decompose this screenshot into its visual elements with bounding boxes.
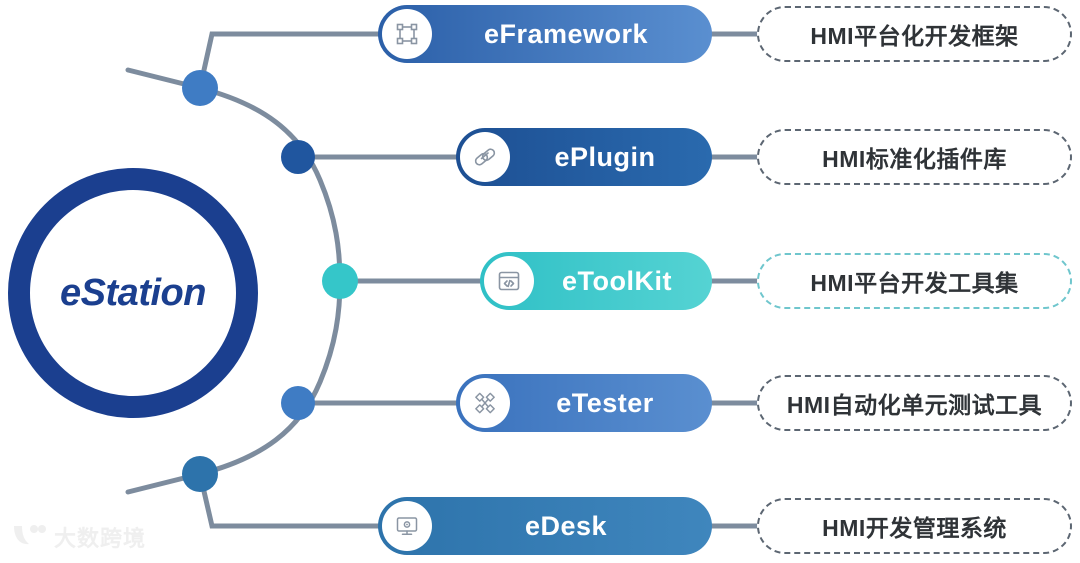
wire-edesk [197,471,383,529]
watermark-text: 大数跨境 [54,526,147,551]
node-pill-etester[interactable]: eTester [456,374,712,432]
node-pill-label: eFramework [483,18,649,49]
node-dot-eplugin[interactable] [281,140,315,174]
chain-link-icon [460,132,510,182]
node-pill-etoolkit[interactable]: eToolKit [480,252,712,310]
desc-label: HMI标准化插件库 [822,146,1007,172]
node-pill-edesk[interactable]: eDesk [378,497,712,555]
node-pill-label: ePlugin [554,141,656,172]
node-pill-eplugin[interactable]: ePlugin [456,128,712,186]
node-pill-label: eDesk [524,510,608,541]
desc-label: HMI平台开发工具集 [810,270,1019,296]
node-dot-etester[interactable] [281,386,315,420]
hub-estation[interactable]: eStation [8,168,258,418]
desc-box-eplugin: HMI标准化插件库 [757,129,1072,185]
node-pill-eframework[interactable]: eFramework [378,5,712,63]
wire-eframework [197,31,383,91]
watermark: 大数跨境 [10,521,146,553]
node-dot-etoolkit[interactable] [322,263,358,299]
leaf-dots-logo-icon [10,522,46,553]
desc-box-eframework: HMI平台化开发框架 [757,6,1072,62]
hub-label: eStation [60,271,206,314]
bounding-box-icon [382,9,432,59]
node-dot-eframework[interactable] [182,70,218,106]
desc-label: HMI开发管理系统 [822,515,1007,541]
desktop-gear-icon [382,501,432,551]
desc-label: HMI自动化单元测试工具 [786,392,1043,418]
sitemap-nodes-icon [460,378,510,428]
code-window-icon [484,256,534,306]
desc-box-etoolkit: HMI平台开发工具集 [757,253,1072,309]
desc-box-etester: HMI自动化单元测试工具 [757,375,1072,431]
desc-box-edesk: HMI开发管理系统 [757,498,1072,554]
node-dot-edesk[interactable] [182,456,218,492]
node-pill-label: eToolKit [562,265,672,296]
node-pill-label: eTester [556,387,654,418]
desc-label: HMI平台化开发框架 [810,23,1019,49]
